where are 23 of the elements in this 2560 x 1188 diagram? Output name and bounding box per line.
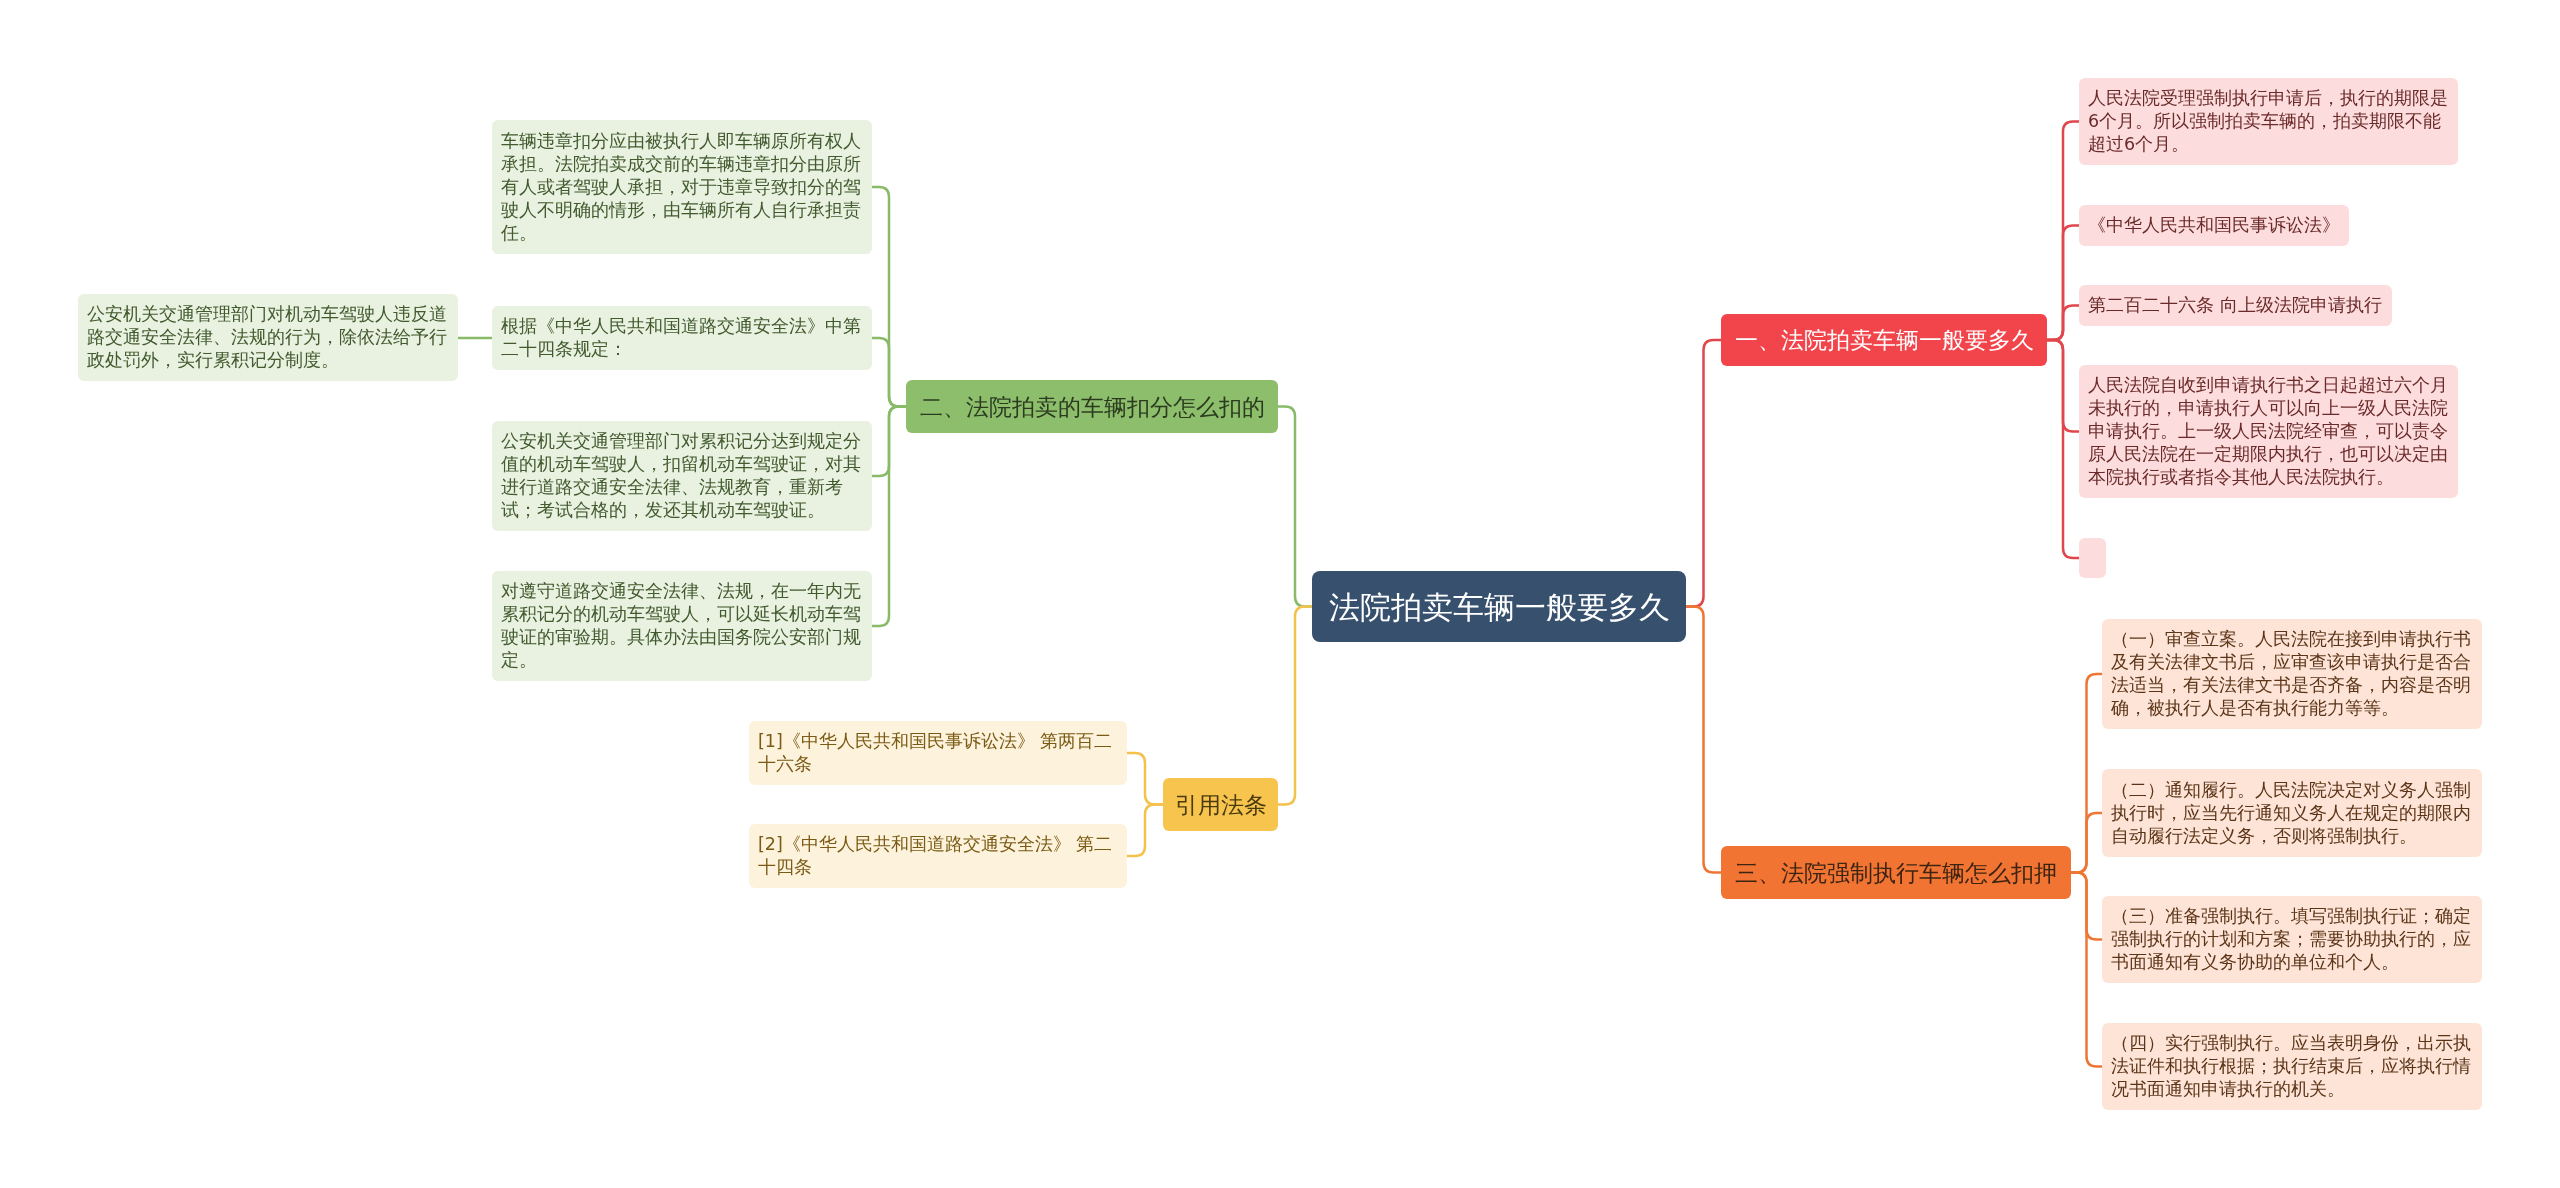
branch-topic-box: 引用法条 xyxy=(1163,778,1278,831)
note-box: 对遵守道路交通安全法律、法规，在一年内无累积记分的机动车驾驶人，可以延长机动车驾驶证的审验期。具体办法由国务院公安部门规定。 xyxy=(492,571,872,681)
note-box: 人民法院自收到申请执行书之日起超过六个月未执行的，申请执行人可以向上一级人民法院申请执行。上一级人民法院经审查，可以责令原人民法院在一定期限内执行，也可以决定由本院执行或者指令其他人民法院执行。 xyxy=(2079,365,2458,498)
branch-topic-box: 二、法院拍卖的车辆扣分怎么扣的 xyxy=(906,380,1278,433)
note-box: （一）审查立案。人民法院在接到申请执行书及有关法律文书后，应审查该申请执行是否合法适当，有关法律文书是否齐备，内容是否明确，被执行人是否有执行能力等等。 xyxy=(2102,619,2482,729)
note-box: 第二百二十六条 向上级法院申请执行 xyxy=(2079,285,2392,326)
empty-box xyxy=(2079,538,2106,578)
branch-topic-box: 一、法院拍卖车辆一般要多久 xyxy=(1721,314,2047,366)
central-topic-box: 法院拍卖车辆一般要多久 xyxy=(1312,571,1686,642)
note-box: 根据《中华人民共和国道路交通安全法》中第二十四条规定： xyxy=(492,306,872,370)
note-box: 《中华人民共和国民事诉讼法》 xyxy=(2079,205,2349,246)
note-box: 公安机关交通管理部门对机动车驾驶人违反道路交通安全法律、法规的行为，除依法给予行政处罚外，实行累积记分制度。 xyxy=(78,294,458,381)
note-box: 人民法院受理强制执行申请后，执行的期限是6个月。所以强制拍卖车辆的，拍卖期限不能超过6个月。 xyxy=(2079,78,2458,165)
note-box: 车辆违章扣分应由被执行人即车辆原所有权人承担。法院拍卖成交前的车辆违章扣分由原所有人或者驾驶人承担，对于违章导致扣分的驾驶人不明确的情形，由车辆所有人自行承担责任。 xyxy=(492,120,872,254)
note-box: （三）准备强制执行。填写强制执行证；确定强制执行的计划和方案；需要协助执行的，应书面通知有义务协助的单位和个人。 xyxy=(2102,896,2482,983)
note-box: [2]《中华人民共和国道路交通安全法》 第二十四条 xyxy=(749,824,1127,888)
connector-line xyxy=(458,336,492,340)
note-box: （二）通知履行。人民法院决定对义务人强制执行时，应当先行通知义务人在规定的期限内自动履行法定义务，否则将强制执行。 xyxy=(2102,769,2482,857)
branch-topic-box: 三、法院强制执行车辆怎么扣押 xyxy=(1721,846,2071,899)
note-box: （四）实行强制执行。应当表明身份，出示执法证件和执行根据；执行结束后，应将执行情况书面通知申请执行的机关。 xyxy=(2102,1023,2482,1110)
note-box: [1]《中华人民共和国民事诉讼法》 第两百二十六条 xyxy=(749,721,1127,785)
connector-line xyxy=(1127,803,1163,858)
note-box: 公安机关交通管理部门对累积记分达到规定分值的机动车驾驶人，扣留机动车驾驶证，对其进行道路交通安全法律、法规教育，重新考试；考试合格的，发还其机动车驾驶证。 xyxy=(492,421,872,531)
